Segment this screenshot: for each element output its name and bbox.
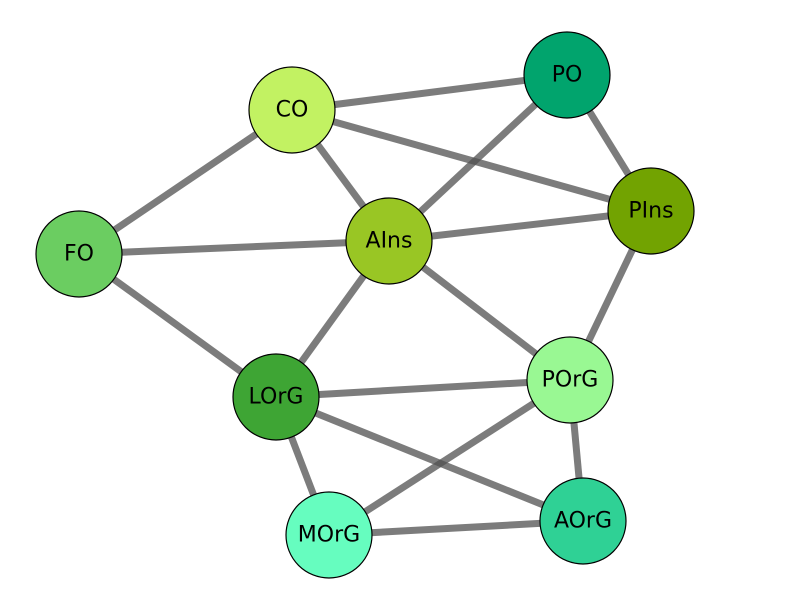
node-porg: POrG	[526, 336, 614, 424]
node-label: MOrG	[298, 523, 360, 548]
node-label: AIns	[366, 229, 413, 254]
edge-ains-pins	[388, 207, 652, 245]
node-label: AOrG	[554, 509, 612, 534]
edge-porg-morg	[327, 377, 572, 538]
edge-lorg-porg	[275, 376, 571, 401]
node-lorg: LOrG	[232, 353, 320, 441]
node-fo: FO	[35, 210, 123, 298]
node-morg: MOrG	[285, 491, 373, 579]
edge-fo-ains	[78, 237, 390, 258]
node-circle	[248, 66, 336, 154]
node-circle	[345, 197, 433, 285]
node-label: PO	[552, 63, 583, 88]
node-circle	[539, 477, 627, 565]
node-circle	[607, 167, 695, 255]
node-label: FO	[64, 242, 94, 267]
edge-co-po	[291, 71, 568, 114]
node-label: POrG	[542, 368, 599, 393]
node-ains: AIns	[345, 197, 433, 285]
node-label: PIns	[628, 199, 673, 224]
node-circle	[232, 353, 320, 441]
edge-lorg-aorg	[274, 393, 585, 525]
node-circle	[35, 210, 123, 298]
node-co: CO	[248, 66, 336, 154]
node-label: LOrG	[249, 385, 304, 410]
node-circle	[526, 336, 614, 424]
node-label: CO	[276, 98, 309, 123]
node-aorg: AOrG	[539, 477, 627, 565]
node-circle	[285, 491, 373, 579]
node-pins: PIns	[607, 167, 695, 255]
node-po: PO	[523, 31, 611, 119]
node-circle	[523, 31, 611, 119]
edges-layer	[76, 71, 655, 539]
